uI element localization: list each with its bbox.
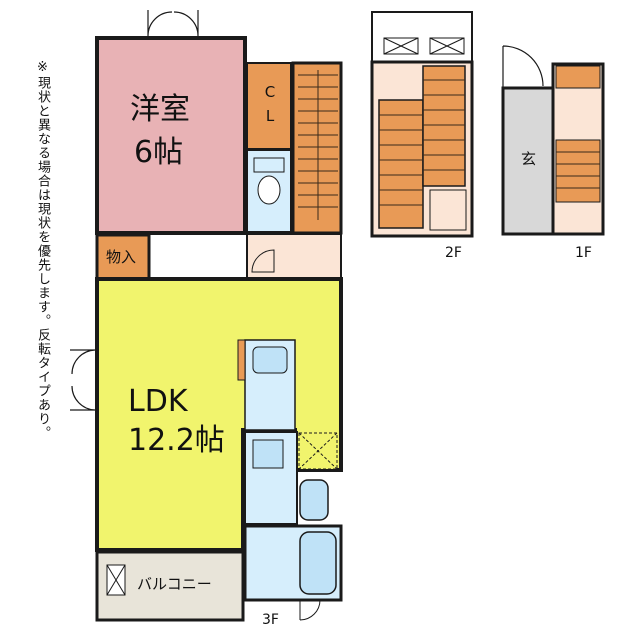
- toilet-tank: [253, 157, 285, 173]
- floor-3f-plan: [70, 10, 343, 622]
- balcony-label: バルコニー: [137, 575, 212, 593]
- closet-label: CL: [264, 83, 276, 125]
- stairs-1f-top: [555, 65, 601, 89]
- floor-label-1f: 1F: [575, 245, 592, 261]
- disclaimer-note: ※現状と異なる場合は現状を優先します。反転タイプあり。: [35, 60, 50, 440]
- washing-machine: [252, 439, 284, 469]
- bathtub: [299, 531, 337, 595]
- western-room: [95, 36, 247, 235]
- kitchen-sink: [252, 346, 288, 374]
- toilet-bowl: [257, 175, 281, 205]
- western-room-size: 6帖: [134, 135, 184, 170]
- hall-3f: [246, 233, 342, 279]
- floor-2f-plan: [370, 11, 474, 238]
- left-window-door: [70, 349, 96, 411]
- entrance-door-1f: [502, 45, 544, 88]
- hall-door-swing: [251, 249, 275, 273]
- stairs-2f-right: [422, 65, 466, 187]
- floor-label-3f: 3F: [262, 612, 279, 628]
- storage-label: 物入: [106, 248, 137, 266]
- storage: [95, 233, 151, 281]
- floor-label-2f: 2F: [445, 245, 462, 261]
- wash-basin: [299, 479, 329, 521]
- floor-1f-plan: [501, 45, 605, 236]
- floor-1f-body: [501, 86, 555, 236]
- top-balcony-door: [147, 10, 199, 37]
- entrance-label: 玄: [521, 150, 537, 168]
- western-room-name: 洋室: [130, 92, 190, 127]
- ldk-room-size: 12.2帖: [128, 423, 225, 458]
- ldk-room-name: LDK: [128, 384, 188, 419]
- entrance-door-swing: [299, 599, 321, 621]
- kitchen-stove: [237, 339, 246, 381]
- stairs-1f: [555, 139, 601, 203]
- stairs-2f-left: [378, 99, 424, 229]
- stair-treads-3f: [298, 70, 338, 220]
- stairs-3f: [291, 61, 343, 235]
